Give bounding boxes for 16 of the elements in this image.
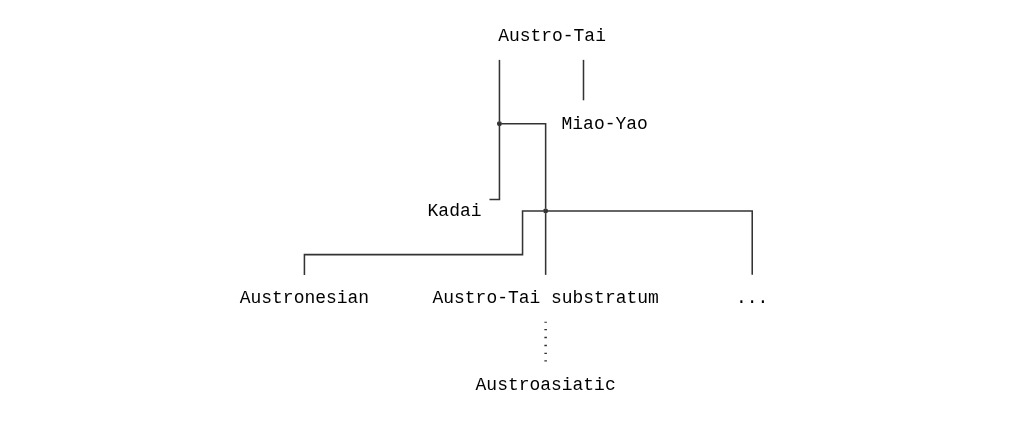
connector bbox=[498, 59, 500, 123]
node-text: Austronesian bbox=[239, 288, 369, 308]
node-text: Austro-Tai bbox=[497, 26, 606, 47]
node-text: Austroasiatic bbox=[475, 375, 616, 396]
connector bbox=[500, 123, 546, 210]
node-point bbox=[496, 121, 502, 127]
connector bbox=[546, 210, 753, 276]
connector bbox=[303, 210, 544, 276]
connector bbox=[582, 59, 584, 102]
node-text: Kadai bbox=[427, 200, 481, 221]
connector bbox=[544, 212, 546, 276]
node-point bbox=[542, 208, 548, 214]
node-text: ... bbox=[735, 288, 768, 308]
connector bbox=[543, 321, 547, 363]
node-text: Miao-Yao bbox=[561, 113, 648, 134]
node-text: Austro-Tai substratum bbox=[432, 288, 659, 308]
